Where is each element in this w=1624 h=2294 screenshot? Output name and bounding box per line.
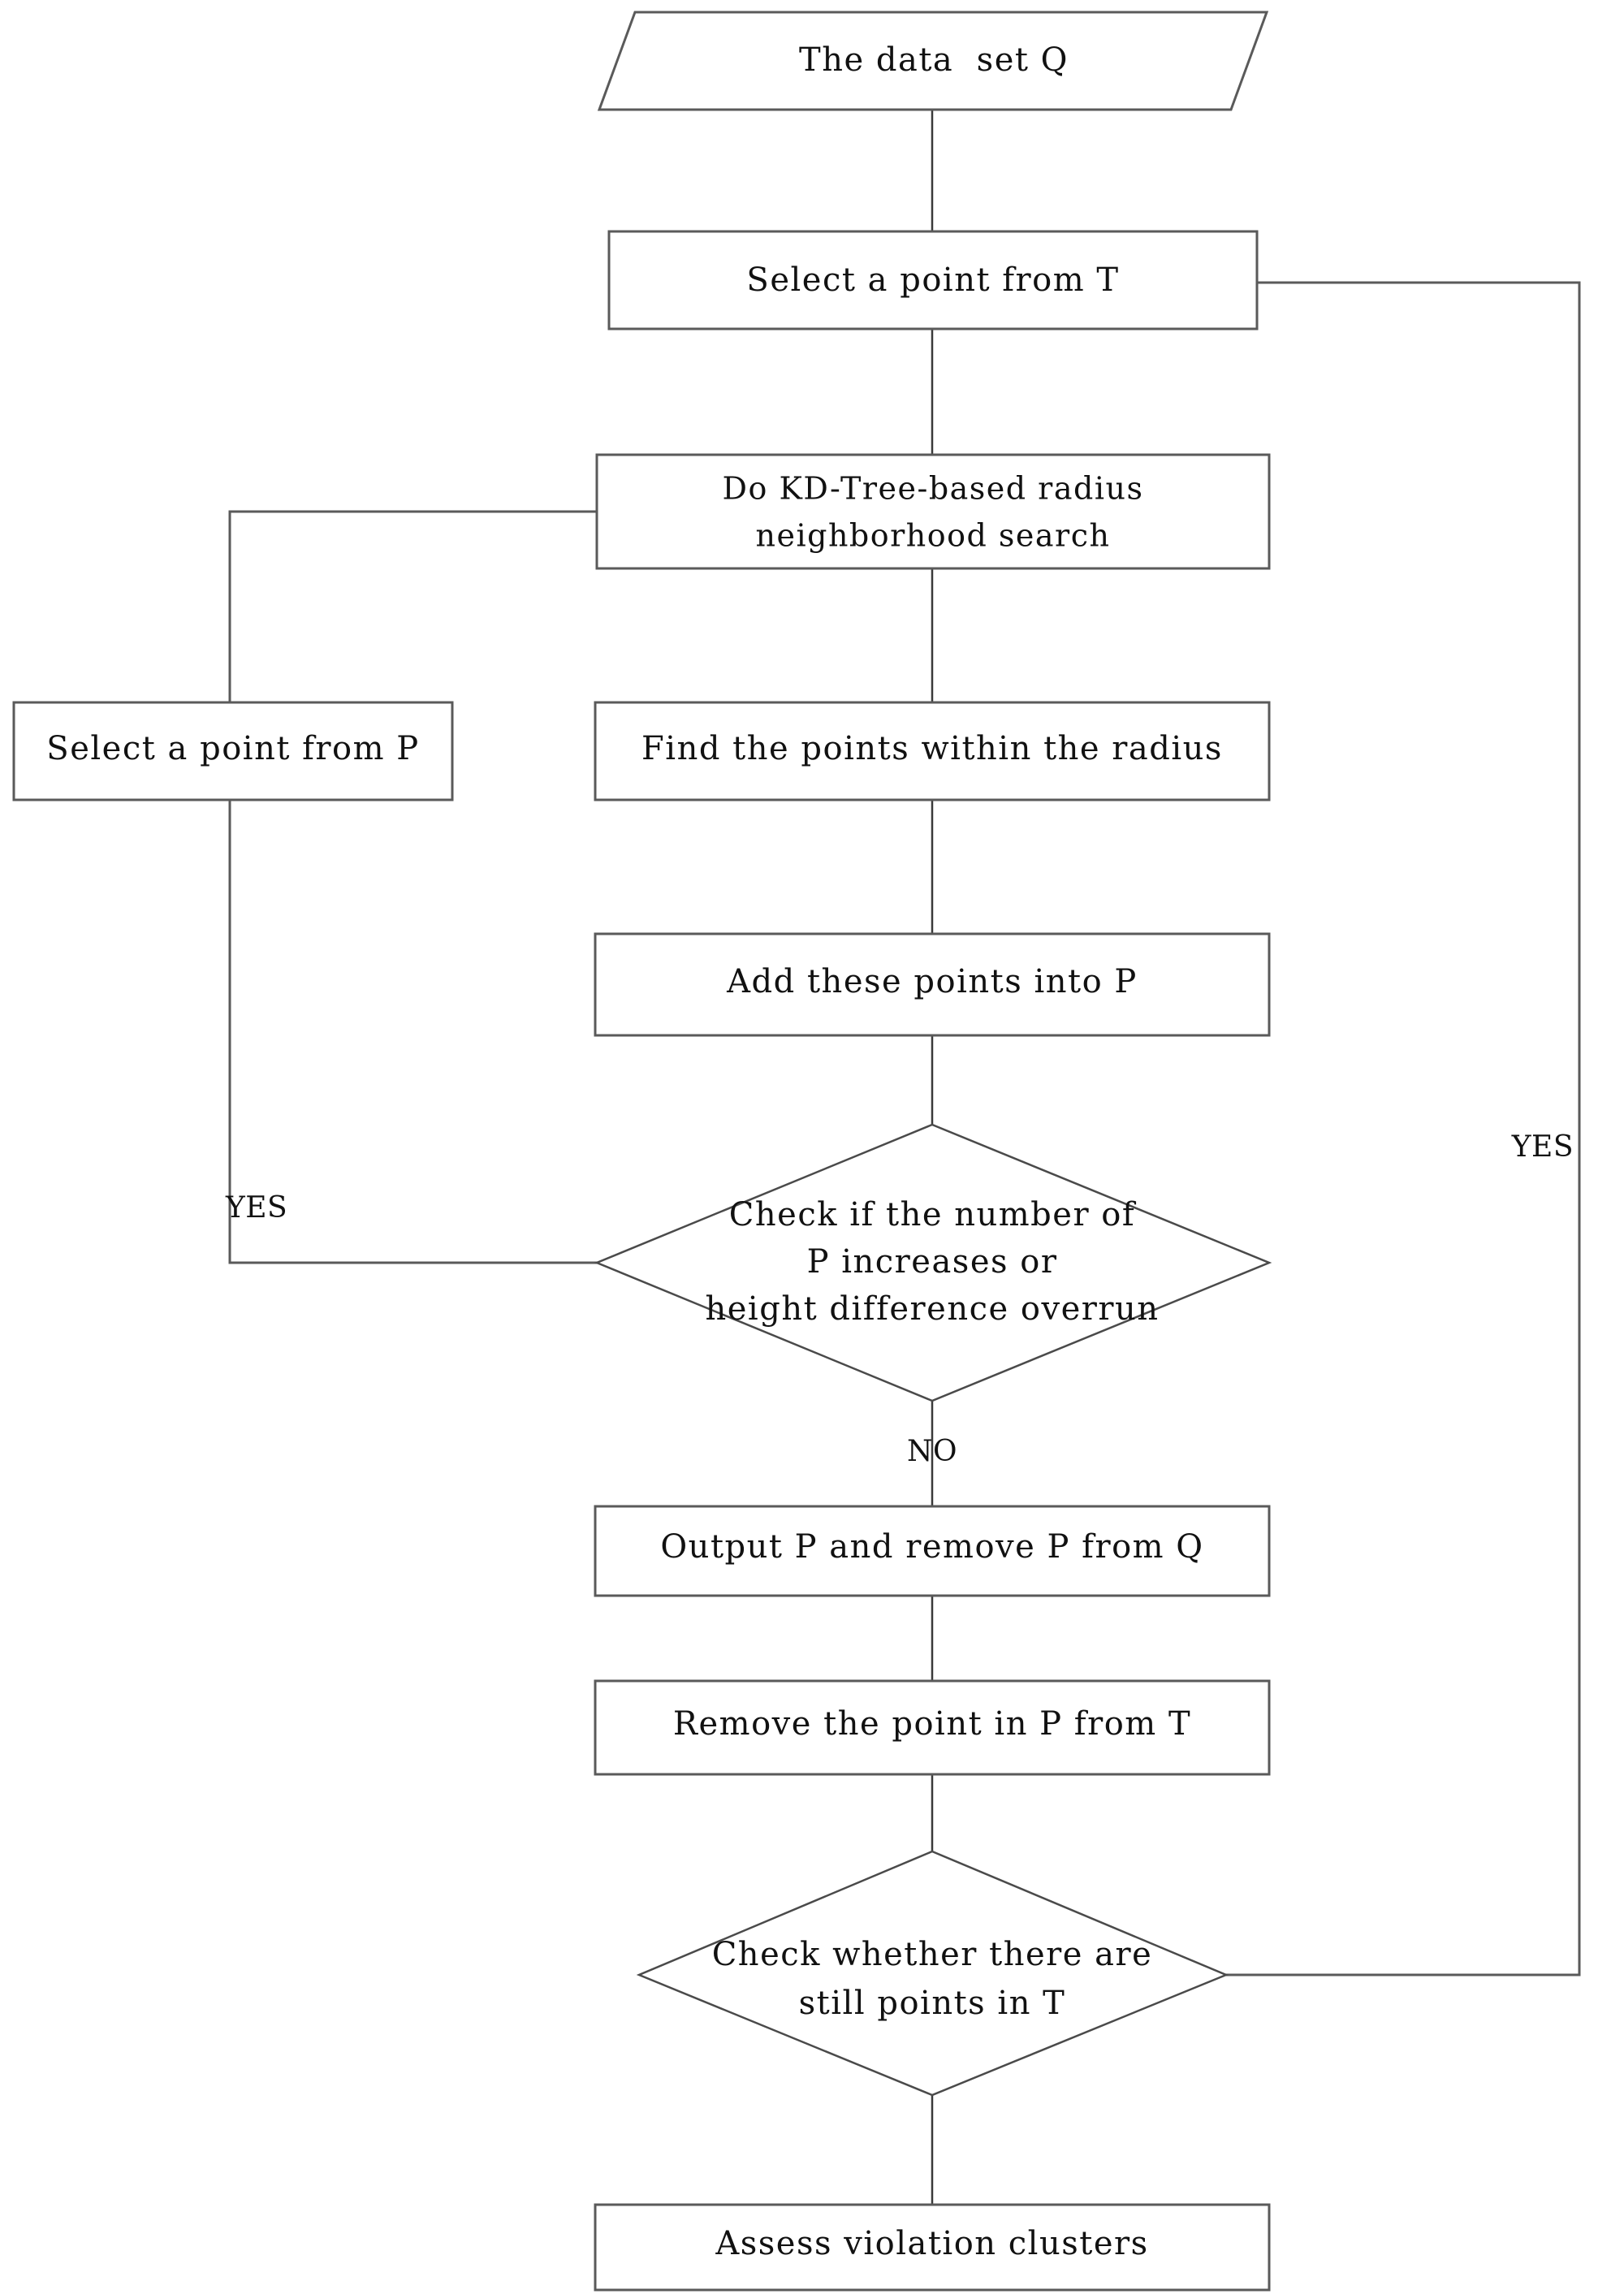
node-assess-clusters-label: Assess violation clusters bbox=[715, 2225, 1148, 2262]
node-remove-point-label: Remove the point in P from T bbox=[673, 1705, 1191, 1743]
node-remove-point-shape[interactable] bbox=[594, 1679, 1271, 1776]
connector-right-yes-loop bbox=[1224, 281, 1581, 1976]
node-find-points-label: Find the points within the radius bbox=[641, 730, 1223, 767]
node-kdtree-label-line2: neighborhood search bbox=[756, 518, 1111, 554]
node-add-points-label: Add these points into P bbox=[726, 963, 1138, 1000]
node-kdtree-label-line1: Do KD-Tree-based radius bbox=[723, 471, 1144, 507]
node-check-points-t-line2: still points in T bbox=[799, 1985, 1066, 2022]
node-check-p-increase-line1: Check if the number of bbox=[729, 1196, 1137, 1233]
node-check-p-increase-line2: P increases or bbox=[807, 1243, 1058, 1281]
node-check-points-t-shape[interactable] bbox=[636, 1850, 1229, 2097]
connector-left-yes-loop bbox=[228, 510, 598, 1264]
node-kdtree-shape[interactable] bbox=[595, 453, 1271, 570]
node-check-points-t-line1: Check whether there are bbox=[712, 1936, 1153, 1973]
node-dataset-shape[interactable] bbox=[597, 11, 1269, 111]
node-select-point-p-shape[interactable] bbox=[12, 701, 454, 801]
node-assess-clusters-shape[interactable] bbox=[594, 2203, 1271, 2292]
node-add-points-shape[interactable] bbox=[594, 932, 1271, 1037]
node-find-points-shape[interactable] bbox=[594, 701, 1271, 801]
node-select-point-t-shape[interactable] bbox=[607, 230, 1259, 330]
edge-label-yes-right: YES bbox=[1511, 1130, 1574, 1164]
node-check-p-increase-shape[interactable] bbox=[594, 1123, 1272, 1402]
node-output-p-shape[interactable] bbox=[594, 1505, 1271, 1597]
node-dataset-label: The data set Q bbox=[799, 41, 1069, 79]
node-select-point-t-label: Select a point from T bbox=[746, 261, 1119, 299]
edge-label-no-down: NO bbox=[907, 1435, 957, 1468]
node-check-p-increase-line3: height difference overrun bbox=[705, 1290, 1159, 1328]
node-select-point-p-label: Select a point from P bbox=[46, 730, 419, 767]
edge-label-yes-left: YES bbox=[225, 1191, 287, 1225]
node-output-p-label: Output P and remove P from Q bbox=[660, 1528, 1203, 1566]
